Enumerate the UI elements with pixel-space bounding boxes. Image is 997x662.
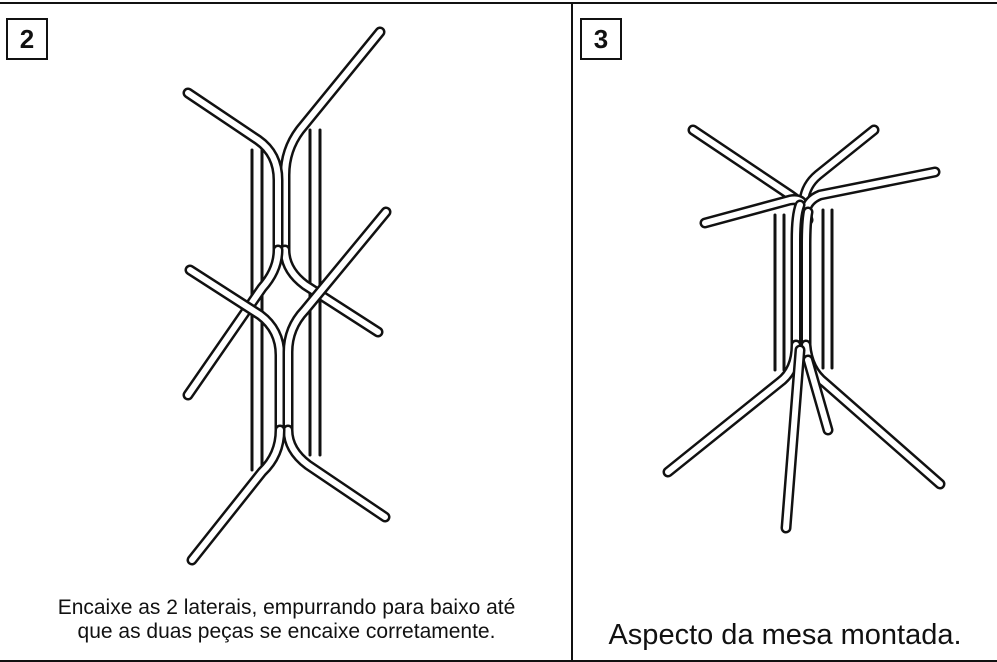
table-base-assembled-illustration — [662, 124, 946, 534]
step-2-caption-line-2: que as duas peças se encaixe corretament… — [77, 620, 496, 644]
step-2-instruction-caption: Encaixe as 2 laterais, empurrando para b… — [0, 596, 573, 644]
step-number-badge-2: 2 — [6, 18, 48, 60]
table-base-exploded-illustration — [182, 26, 392, 566]
step-3-caption: Aspecto da mesa montada. — [608, 619, 962, 651]
step-2-caption-line-1: Encaixe as 2 laterais, empurrando para b… — [57, 596, 516, 619]
step-number-badge-3: 3 — [580, 18, 622, 60]
